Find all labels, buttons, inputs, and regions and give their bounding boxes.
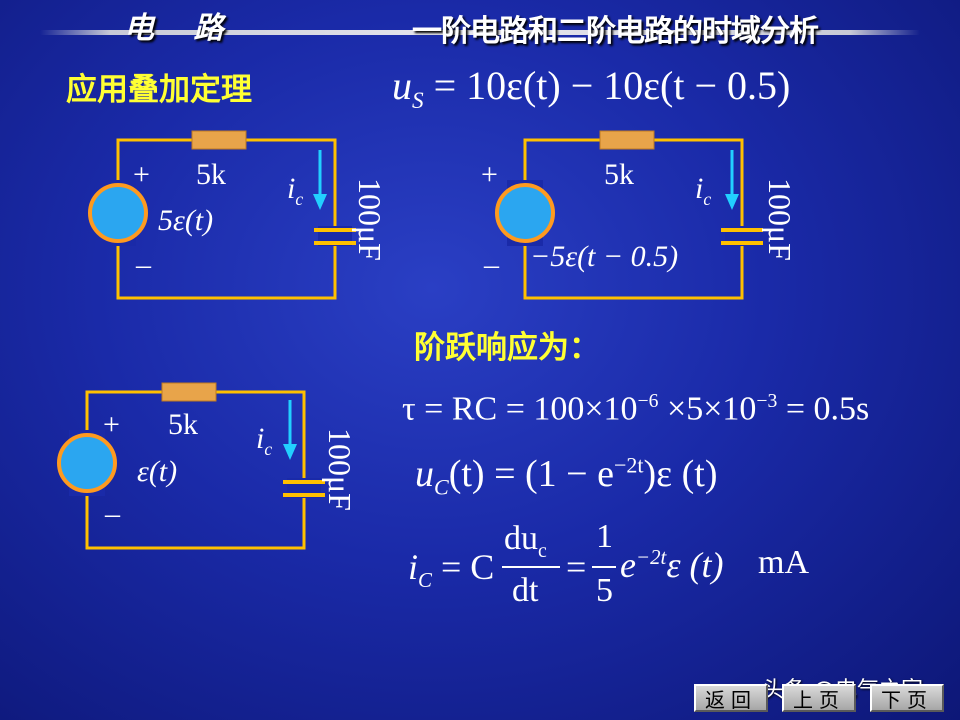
- circuit-2-current-symbol: i: [695, 172, 704, 205]
- circuit-2-current-subscript: c: [703, 189, 712, 209]
- circuit-3-current-label: ic: [256, 422, 272, 460]
- circuit-3-current-arrow: [283, 400, 297, 460]
- back-button[interactable]: 返回: [694, 684, 768, 712]
- circuit-2-minus-sign: –: [484, 248, 499, 281]
- us-subscript: S: [412, 88, 424, 114]
- tau-result: = 0.5s: [777, 390, 870, 428]
- circuit-1-resistor-label: 5k: [196, 158, 226, 191]
- circuit-3-minus-sign: –: [105, 497, 120, 530]
- circuit-1-source-label: 5ε(t): [158, 204, 213, 238]
- circuit-2-capacitor: [721, 226, 763, 246]
- ic-exponential: e−2tε (t): [620, 544, 723, 586]
- circuit-2-source-label: −5ε(t − 0.5): [530, 240, 678, 274]
- circuit-2-current-label: ic: [695, 172, 711, 210]
- circuit-3-resistor: [161, 382, 217, 402]
- circuit-1-current-label: ic: [287, 172, 303, 210]
- step-response-heading: 阶跃响应为：: [414, 330, 600, 366]
- next-page-button[interactable]: 下页: [870, 684, 944, 712]
- circuit-1-current-arrow: [313, 150, 327, 210]
- ic-subscript: C: [418, 568, 432, 593]
- circuit-1-minus-sign: –: [136, 248, 151, 281]
- circuit-3-resistor-label: 5k: [168, 408, 198, 441]
- circuit-3-source-label: ε(t): [137, 455, 177, 489]
- ic-fraction-bar: [592, 566, 616, 568]
- uc-exponent: −2t: [613, 452, 644, 478]
- ic-exponent: −2t: [635, 545, 667, 569]
- ic-numerator-subscript: c: [538, 539, 547, 562]
- ic-e: e: [620, 545, 636, 585]
- chapter-title: 一阶电路和二阶电路的时域分析: [412, 14, 819, 49]
- circuit-2-plus-sign: +: [481, 158, 498, 191]
- ic-derivative-denominator: dt: [512, 572, 539, 609]
- tau-exponent-2: −3: [756, 390, 778, 412]
- course-title: 电 路: [124, 12, 240, 45]
- circuit-1-resistor: [191, 130, 247, 150]
- circuit-2-current-arrow: [725, 150, 739, 210]
- ic-equals-c: = C: [440, 547, 495, 587]
- us-rhs: = 10ε(t) − 10ε(t − 0.5): [433, 63, 791, 108]
- circuit-1-capacitor-label: 100μF: [352, 178, 388, 261]
- ic-fraction-denominator: 5: [596, 572, 613, 609]
- circuit-3-plus-sign: +: [103, 408, 120, 441]
- uc-equation: uC(t) = (1 − e−2t)ε (t): [415, 452, 718, 501]
- tau-exponent-1: −6: [637, 390, 659, 412]
- prev-page-button[interactable]: 上页: [782, 684, 856, 712]
- tau-mid: ×5×10: [658, 390, 757, 428]
- circuit-3-capacitor-label: 100μF: [322, 428, 358, 511]
- circuit-2-capacitor-label: 100μF: [762, 178, 798, 261]
- circuit-1-plus-sign: +: [133, 158, 150, 191]
- us-symbol: u: [392, 63, 412, 108]
- circuit-3-capacitor: [283, 478, 325, 498]
- circuit-1-capacitor: [314, 226, 356, 246]
- circuit-2-resistor-label: 5k: [604, 158, 634, 191]
- ic-numerator: du: [504, 520, 538, 557]
- uc-part-a: (t) = (1 − e: [448, 453, 614, 495]
- circuit-3-current-subscript: c: [264, 439, 273, 459]
- circuit-3-source: [57, 430, 117, 496]
- header-divider: [40, 30, 920, 35]
- source-equation: uS = 10ε(t) − 10ε(t − 0.5): [392, 62, 790, 115]
- ic-equals: =: [566, 547, 587, 587]
- ic-symbol: i: [408, 547, 419, 587]
- superposition-heading: 应用叠加定理: [66, 72, 252, 108]
- ic-fraction-numerator: 1: [596, 518, 613, 555]
- circuit-1-current-symbol: i: [287, 172, 296, 205]
- circuit-1-source: [88, 180, 148, 246]
- ic-equation-lhs: iC = C: [408, 546, 494, 593]
- tau-equation: τ = RC = 100×10−6 ×5×10−3 = 0.5s: [402, 390, 869, 428]
- circuit-3-current-symbol: i: [256, 422, 265, 455]
- uc-symbol: u: [415, 453, 434, 495]
- circuit-2-resistor: [599, 130, 655, 150]
- uc-subscript: C: [434, 474, 449, 500]
- circuit-2-source-value: −5ε(t − 0.5): [530, 240, 679, 273]
- ic-unit: mA: [758, 544, 809, 581]
- circuit-3-source-value: ε(t): [137, 455, 178, 488]
- circuit-1-current-subscript: c: [295, 189, 304, 209]
- circuit-2-source: [495, 180, 555, 246]
- circuit-1-source-value: 5ε(t): [158, 204, 214, 237]
- ic-derivative-bar: [502, 566, 560, 568]
- ic-step: ε (t): [666, 545, 724, 585]
- uc-part-b: )ε (t): [643, 453, 718, 495]
- ic-derivative-numerator: duc: [504, 520, 547, 563]
- tau-lhs: τ = RC = 100×10: [402, 390, 638, 428]
